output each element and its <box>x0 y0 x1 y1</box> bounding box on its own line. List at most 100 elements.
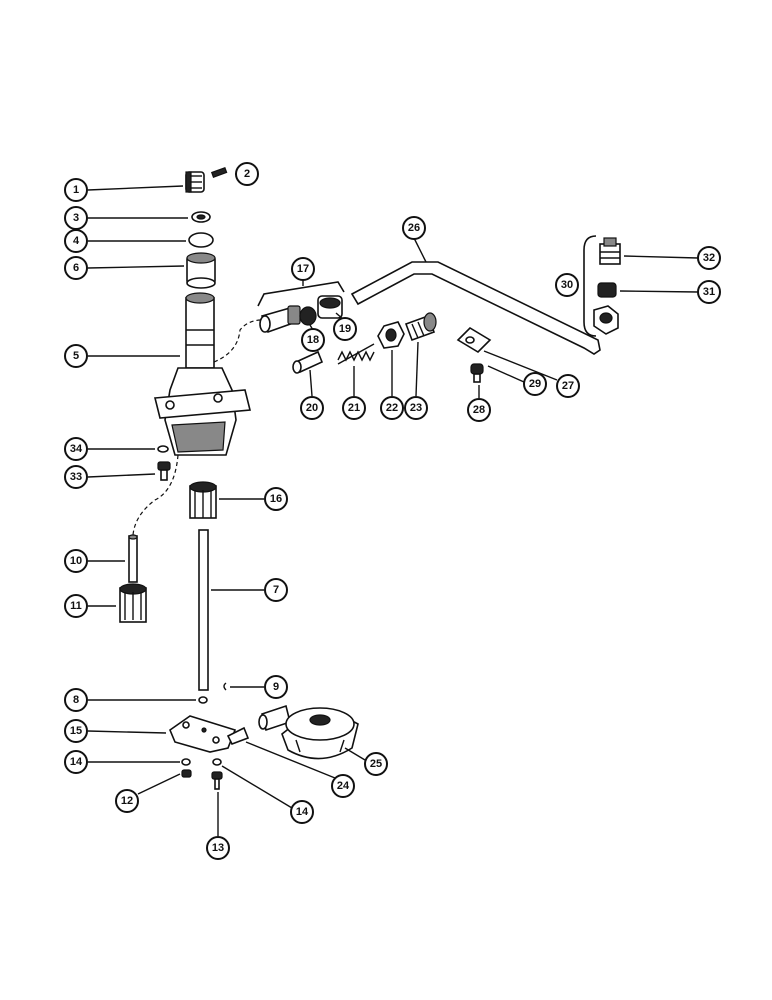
plunger-part <box>292 350 324 374</box>
assembly-dashed-line <box>132 454 179 536</box>
svg-text:18: 18 <box>307 334 319 346</box>
valve-spring-part <box>337 343 375 365</box>
svg-text:25: 25 <box>370 758 382 770</box>
callout-6: 6 <box>64 256 88 280</box>
svg-text:26: 26 <box>408 222 420 234</box>
svg-text:22: 22 <box>386 402 398 414</box>
group-bracket <box>257 281 345 307</box>
lower-screw-part <box>211 771 223 790</box>
svg-text:8: 8 <box>73 694 79 706</box>
driven-gear-part <box>189 481 217 519</box>
callout-34: 34 <box>64 437 88 461</box>
callout-23: 23 <box>404 396 428 420</box>
svg-text:28: 28 <box>473 404 485 416</box>
callout-32: 32 <box>697 246 721 270</box>
idler-gear-part <box>119 583 147 623</box>
connector-part <box>599 237 621 265</box>
shaft-part <box>198 529 209 691</box>
svg-text:27: 27 <box>562 380 574 392</box>
callout-1: 1 <box>64 178 88 202</box>
callout-30: 30 <box>555 273 579 297</box>
svg-text:19: 19 <box>339 323 351 335</box>
callout-12: 12 <box>115 789 139 813</box>
callout-14: 14 <box>290 800 314 824</box>
callout-7: 7 <box>264 578 288 602</box>
pump-cover-part <box>169 715 250 753</box>
svg-text:16: 16 <box>270 493 282 505</box>
svg-text:30: 30 <box>561 279 573 291</box>
svg-text:23: 23 <box>410 402 422 414</box>
oil-tube-part <box>350 261 601 355</box>
svg-text:31: 31 <box>703 286 715 298</box>
svg-text:32: 32 <box>703 252 715 264</box>
callout-27: 27 <box>556 374 580 398</box>
parts-illustration <box>119 166 621 790</box>
assembly-dashed-line <box>213 319 263 363</box>
cap-screw-part <box>157 461 171 481</box>
callout-24: 24 <box>331 774 355 798</box>
callout-19: 19 <box>333 317 357 341</box>
callout-9: 9 <box>264 675 288 699</box>
pump-body-part <box>153 292 252 456</box>
lower-screw-part <box>181 769 192 778</box>
bushing-part <box>186 252 216 289</box>
callout-3: 3 <box>64 206 88 230</box>
clip-part <box>456 326 492 354</box>
callout-31: 31 <box>697 280 721 304</box>
lock-washer-part <box>157 445 169 453</box>
callout-13: 13 <box>206 836 230 860</box>
svg-text:7: 7 <box>273 584 279 596</box>
callout-14: 14 <box>64 750 88 774</box>
key-part <box>223 682 227 691</box>
svg-text:10: 10 <box>70 555 82 567</box>
group-bracket <box>583 235 597 337</box>
svg-text:33: 33 <box>70 471 82 483</box>
svg-text:15: 15 <box>70 725 82 737</box>
callout-11: 11 <box>64 594 88 618</box>
callout-4: 4 <box>64 229 88 253</box>
callout-10: 10 <box>64 549 88 573</box>
svg-text:20: 20 <box>306 402 318 414</box>
fitting-part <box>404 312 437 342</box>
svg-text:34: 34 <box>70 443 83 455</box>
callout-26: 26 <box>402 216 426 240</box>
svg-text:21: 21 <box>348 402 360 414</box>
callout-18: 18 <box>301 328 325 352</box>
callout-8: 8 <box>64 688 88 712</box>
svg-text:24: 24 <box>337 780 350 792</box>
svg-text:13: 13 <box>212 842 224 854</box>
svg-text:5: 5 <box>73 350 79 362</box>
svg-text:14: 14 <box>70 756 83 768</box>
leader-lines <box>87 173 699 836</box>
lower-washer-part <box>181 758 191 766</box>
ferrule-part <box>597 282 617 298</box>
callout-20: 20 <box>300 396 324 420</box>
retainer-part <box>198 696 208 704</box>
callout-21: 21 <box>342 396 366 420</box>
callout-16: 16 <box>264 487 288 511</box>
relief-valve-body-part <box>259 305 301 334</box>
pin-part <box>210 166 228 178</box>
callout-28: 28 <box>467 398 491 422</box>
o-ring-part <box>188 232 214 248</box>
svg-text:3: 3 <box>73 212 79 224</box>
svg-text:6: 6 <box>73 262 79 274</box>
drive-gear-part <box>185 171 205 193</box>
callout-5: 5 <box>64 344 88 368</box>
callout-2: 2 <box>235 162 259 186</box>
svg-text:2: 2 <box>244 168 250 180</box>
cap-part <box>317 295 343 319</box>
oil-screen-part <box>258 704 359 760</box>
idler-shaft-part <box>128 535 138 583</box>
svg-text:17: 17 <box>297 263 309 275</box>
svg-text:4: 4 <box>73 235 80 247</box>
nut-part <box>377 321 405 349</box>
callout-22: 22 <box>380 396 404 420</box>
callout-33: 33 <box>64 465 88 489</box>
callout-29: 29 <box>523 372 547 396</box>
svg-text:1: 1 <box>73 184 79 196</box>
svg-text:14: 14 <box>296 806 309 818</box>
svg-text:29: 29 <box>529 378 541 390</box>
spring-part <box>299 306 317 326</box>
